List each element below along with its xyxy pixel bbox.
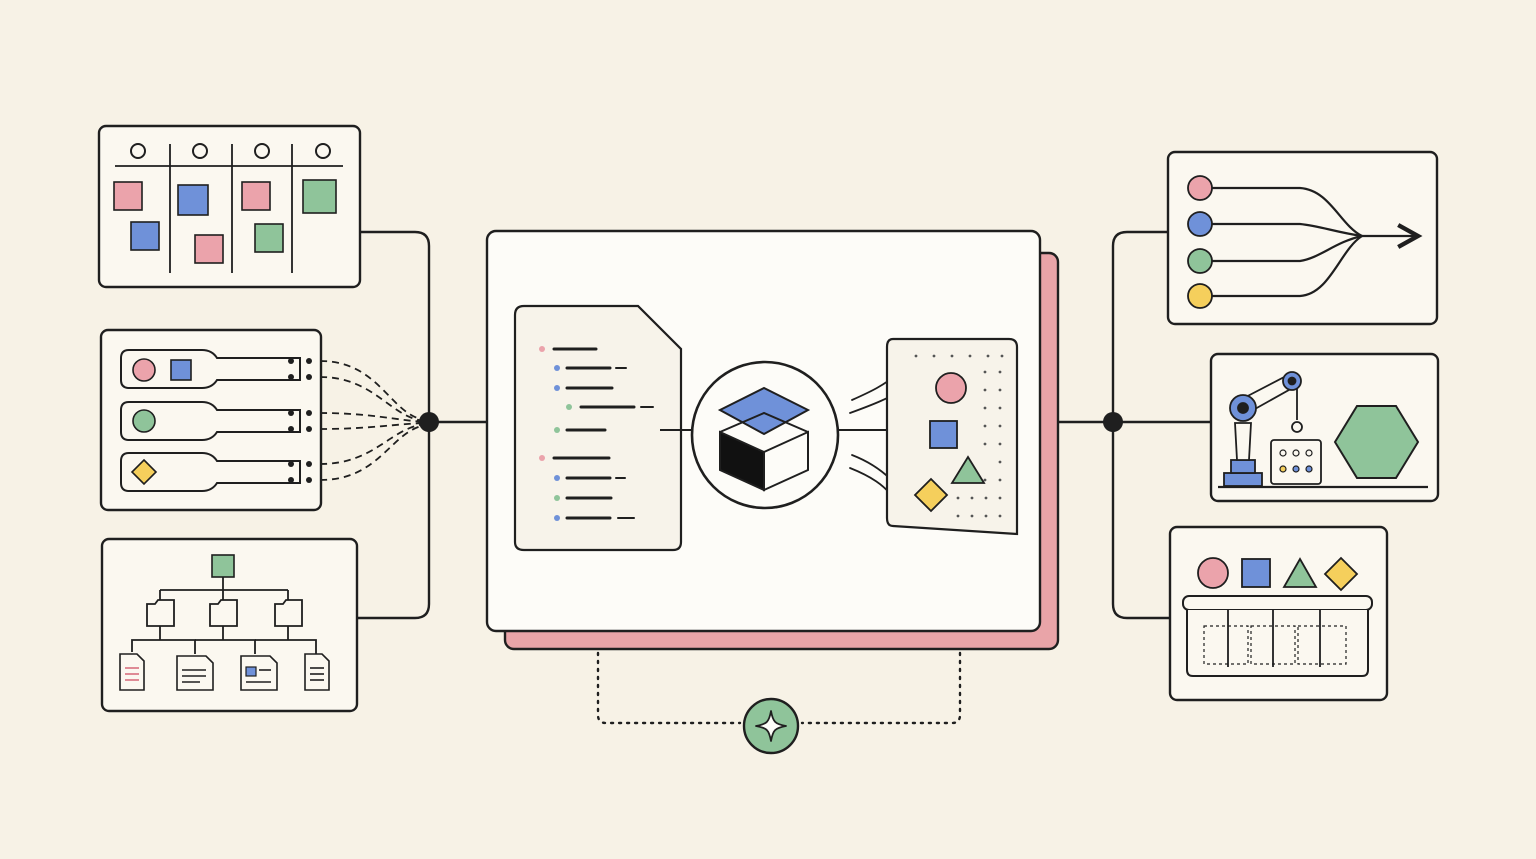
file-hierarchy-panel xyxy=(100,537,359,713)
connector-lines xyxy=(357,230,1211,620)
shapes-output-panel xyxy=(885,337,1019,536)
source-document xyxy=(513,304,683,552)
form-field-row-3 xyxy=(120,452,301,492)
sparkle-icon[interactable] xyxy=(742,697,800,755)
kanban-column-headers xyxy=(130,143,331,159)
root-node-icon xyxy=(211,554,235,578)
document-icons xyxy=(119,653,330,691)
machine-indicator-dots xyxy=(1279,449,1313,473)
square-shape-icon xyxy=(1241,558,1271,588)
dashed-form-connectors xyxy=(319,360,426,481)
folder-icons xyxy=(146,599,303,627)
shape-sorter-panel xyxy=(1168,525,1389,702)
sorter-shapes xyxy=(1197,556,1359,592)
form-fields-panel xyxy=(99,328,323,512)
diamond-shape-icon xyxy=(1323,556,1359,592)
hexagon-shape-icon xyxy=(1333,405,1420,479)
right-bus-bottom xyxy=(1111,422,1170,620)
robot-arm-panel xyxy=(1209,352,1440,503)
diamond-shape-icon xyxy=(130,458,158,486)
circle-shape-icon xyxy=(935,372,967,404)
feedback-loop xyxy=(596,651,962,755)
left-bus-top xyxy=(360,230,431,422)
document-text-lines xyxy=(539,346,654,521)
central-processing-panel xyxy=(485,229,1060,651)
core-cube-icon xyxy=(690,360,840,510)
form-field-row-1 xyxy=(120,349,301,389)
dot-grid xyxy=(914,354,1004,518)
sorter-slots xyxy=(1203,625,1347,665)
left-junction-node xyxy=(419,412,439,432)
square-shape-icon xyxy=(929,420,958,449)
right-bus-top xyxy=(1111,230,1168,422)
triangle-shape-icon xyxy=(1282,557,1318,588)
kanban-cards xyxy=(113,179,337,264)
circle-shape-icon xyxy=(1197,557,1229,589)
form-field-row-2 xyxy=(120,401,301,441)
kanban-board-panel xyxy=(97,124,362,289)
right-junction-node xyxy=(1103,412,1123,432)
merge-pipeline-panel xyxy=(1166,150,1439,326)
form-field-ports xyxy=(288,358,312,483)
square-shape-icon xyxy=(170,359,192,381)
diamond-shape-icon xyxy=(913,477,949,513)
circle-shape-icon xyxy=(132,358,156,382)
merge-input-nodes xyxy=(1187,175,1213,309)
triangle-shape-icon xyxy=(950,455,986,484)
circle-shape-icon xyxy=(132,409,156,433)
left-bus-bottom xyxy=(357,422,431,620)
